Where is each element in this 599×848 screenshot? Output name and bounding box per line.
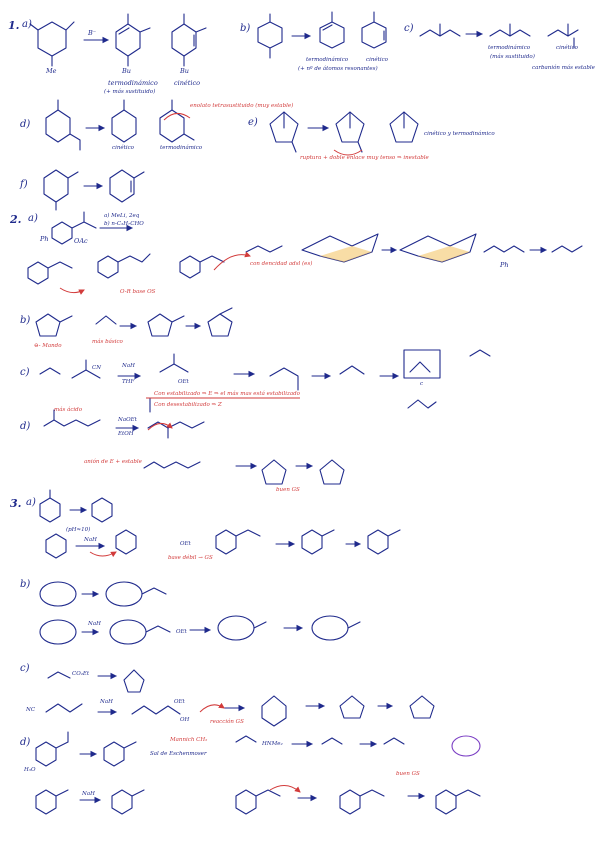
problem-3c-ester: OEt — [174, 699, 185, 705]
problem-3c-group: OH — [180, 717, 190, 723]
problem-1a-kinetic-label: cinético — [174, 79, 200, 87]
problem-3c-note: reacción GS — [210, 719, 244, 725]
problem-1-number: 1. — [8, 19, 20, 32]
kinetic-enolate — [171, 13, 207, 67]
problem-3b-ester: OEt — [176, 629, 187, 635]
problem-3d-substituent: H₃O — [24, 767, 36, 773]
problem-1a-me: Me — [46, 67, 57, 75]
problem-1a-bu-kinetic: Bu — [180, 67, 189, 75]
problem-3-number: 3. — [10, 497, 22, 510]
problem-3c-reagent: NaH — [100, 699, 113, 705]
problem-3a-label: a) — [26, 497, 36, 508]
problem-3b-reagent: NaH — [88, 621, 101, 627]
problem-2c-footnote-1: Con estabilizado ⇒ E ⇒ el más mas está e… — [154, 391, 300, 397]
problem-2a-label: a) — [28, 213, 38, 224]
problem-2a-transition-note: con dencidad adsl (es) — [250, 261, 313, 267]
problem-2c-product-label: c — [420, 381, 424, 387]
problem-3a-ester: OEt — [180, 541, 191, 547]
problem-2a-ph: Ph — [40, 235, 49, 243]
problem-2c-nitrile: CN — [92, 365, 102, 371]
problem-1e-thermo-label: cinético y termodinámico — [424, 131, 495, 137]
problem-2d-note-side: anión de E + estable — [84, 459, 142, 465]
problem-1a-label: a) — [22, 19, 32, 30]
problem-2a-oac: OAc — [74, 237, 88, 245]
problem-3d-reagent-box: Mannich CH₂ — [170, 737, 208, 743]
problem-1e-bridge-note: ruptura + doble enlace muy tenso ⇒ inest… — [300, 155, 429, 161]
ketone-cyclohexane — [29, 21, 75, 67]
problem-1d-thermo-note: enolato tetrasustituido (muy estable) — [190, 103, 294, 109]
problem-2b-label: b) — [20, 315, 31, 326]
problem-2a-reagent-2: b) n-C₃H₇CHO — [104, 221, 144, 227]
problem-2c-ester: OEt — [178, 379, 189, 385]
problem-1d-label: d) — [20, 119, 31, 130]
problem-3d-amine: HNMe₂ — [262, 741, 283, 747]
problem-1d-thermo-label: termodinámico — [160, 145, 203, 151]
problem-3a-reagent: NaH — [84, 537, 97, 543]
problem-3b-label: b) — [20, 579, 31, 590]
problem-1c-label: c) — [404, 23, 414, 34]
problem-1d-kinetic-label: cinético — [112, 145, 134, 151]
problem-2c-reagent-top: NaH — [122, 363, 135, 369]
problem-2d-reagent-bottom: EtOH — [118, 431, 134, 437]
problem-2a-reagent-1: a) MeLi, 2eq — [104, 213, 140, 219]
problem-1a-thermo-label: termodinámico — [108, 79, 158, 87]
problem-2b-note-b: más básico — [92, 339, 123, 345]
problem-1a-reagent: B⁻ — [88, 29, 97, 37]
problem-3a-note: base débil → GS — [168, 555, 213, 561]
problem-1c-kinetic-label: cinético — [556, 45, 578, 51]
problem-1b-thermo-label: termodinámico — [306, 57, 349, 63]
problem-2d-leaving: buen GS — [276, 487, 300, 493]
problem-1b-label: b) — [240, 23, 251, 34]
problem-2d-note-top: más ácido — [54, 407, 83, 413]
problem-1b-thermo-note: (+ nº de átomos resonantes) — [298, 66, 378, 72]
problem-2b-note-a: ⊖- Mando — [34, 343, 62, 349]
problem-3c-start-ester: CO₂Et — [72, 671, 90, 677]
problem-2c-reagent-bottom: THF — [122, 379, 135, 385]
problem-2-number: 2. — [10, 213, 22, 226]
problem-3d-reagent-2: NaH — [82, 791, 95, 797]
problem-1b-kinetic-label: cinético — [366, 57, 388, 63]
problem-1c-thermo-label: termodinámico — [488, 45, 531, 51]
problem-1c-kinetic-note: carbanión más estable — [532, 65, 595, 71]
problem-3c-label: c) — [20, 663, 30, 674]
problem-1c-thermo-note: (más sustituido) — [490, 54, 535, 60]
problem-1f-label: f) — [20, 179, 28, 190]
problem-3d-note-good: buen GS — [396, 771, 420, 777]
problem-2c-footnote-2: Con desestabilizado ⇒ Z — [154, 402, 222, 408]
problem-1a-bu-thermo: Bu — [122, 67, 131, 75]
problem-3c-nitrile: NC — [26, 707, 36, 713]
problem-3d-reagent-line: Sal de Eschenmoser — [150, 751, 207, 757]
problem-1e-label: e) — [248, 117, 258, 128]
problem-2a-base-note: O-R base OS — [120, 289, 156, 295]
thermo-enolate — [115, 13, 151, 67]
problem-1a-thermo-note: (+ más sustituido) — [104, 89, 156, 95]
problem-2d-label: d) — [20, 421, 31, 432]
problem-2d-reagent-top: NaOEt — [118, 417, 137, 423]
problem-3a-ph-note: (pH≈10) — [66, 527, 91, 533]
problem-3d-label: d) — [20, 737, 31, 748]
problem-2a-product-ph: Ph — [500, 261, 509, 269]
problem-2c-label: c) — [20, 367, 30, 378]
